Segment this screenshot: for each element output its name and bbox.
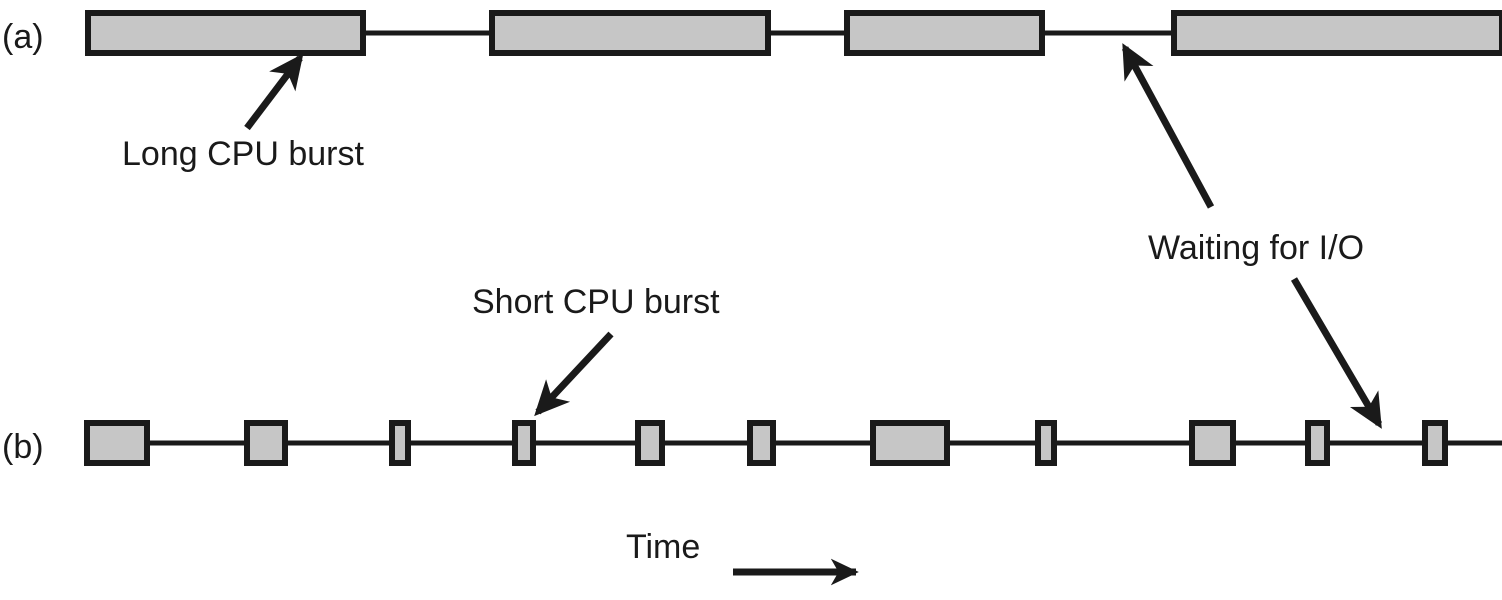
row-b-burst-6 xyxy=(747,420,776,466)
row-b: (b) xyxy=(2,420,1502,466)
row-a-burst-4 xyxy=(1171,10,1502,56)
row-b-burst-10 xyxy=(1305,420,1330,466)
annotation-long-cpu-burst: Long CPU burst xyxy=(122,53,364,173)
time-axis-label: Time xyxy=(626,528,700,566)
row-b-burst-1 xyxy=(84,420,150,466)
row-a-burst-1 xyxy=(85,10,366,56)
row-a: (a) xyxy=(2,10,1502,56)
row-b-burst-9 xyxy=(1189,420,1236,466)
long-cpu-burst-leader-icon xyxy=(244,53,304,131)
annotation-waiting-for-io: Waiting for I/O xyxy=(1121,43,1383,429)
short-cpu-burst-leader-icon xyxy=(534,331,614,417)
waiting-for-io-leader-down-icon xyxy=(1290,277,1383,429)
waiting-for-io-label: Waiting for I/O xyxy=(1148,229,1364,267)
row-b-burst-5 xyxy=(635,420,665,466)
row-b-label: (b) xyxy=(2,428,44,466)
short-cpu-burst-label: Short CPU burst xyxy=(472,283,720,321)
row-b-burst-3 xyxy=(389,420,411,466)
row-b-burst-7 xyxy=(870,420,950,466)
time-axis: Time xyxy=(626,528,859,586)
long-cpu-burst-label: Long CPU burst xyxy=(122,135,364,173)
annotation-short-cpu-burst: Short CPU burst xyxy=(472,283,720,417)
row-b-burst-11 xyxy=(1422,420,1448,466)
row-a-label: (a) xyxy=(2,18,44,56)
row-a-burst-3 xyxy=(844,10,1045,56)
row-b-burst-4 xyxy=(512,420,536,466)
row-b-burst-8 xyxy=(1035,420,1057,466)
waiting-for-io-leader-up-icon xyxy=(1121,43,1215,209)
row-a-burst-2 xyxy=(489,10,771,56)
row-b-burst-2 xyxy=(244,420,288,466)
